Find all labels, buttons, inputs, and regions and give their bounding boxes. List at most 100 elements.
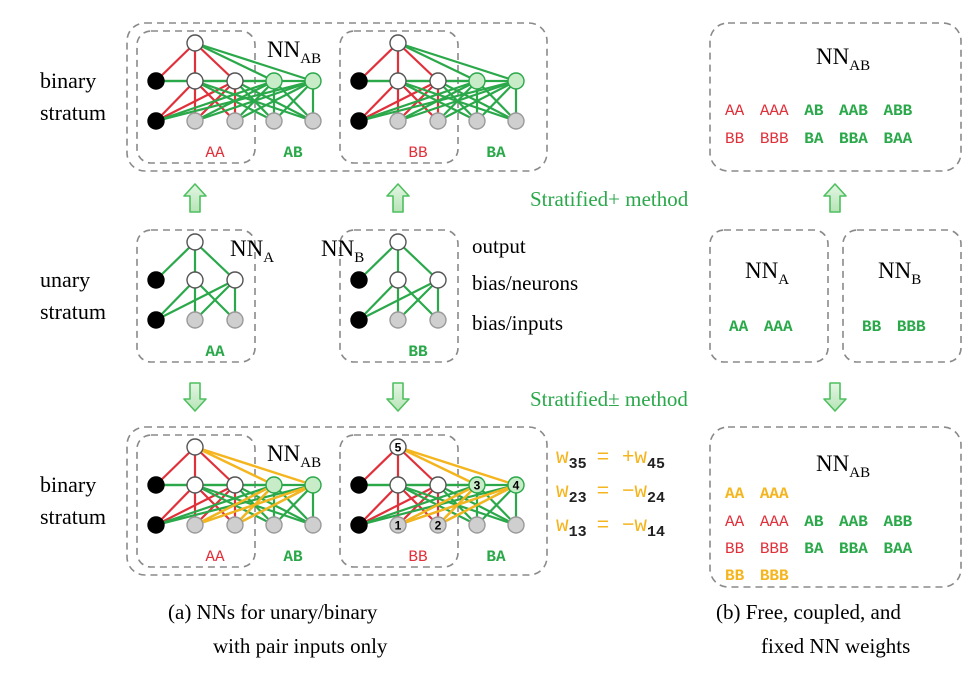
top-net2-left-label: BB [408, 144, 427, 162]
caption-a-line2: with pair inputs only [213, 634, 388, 658]
neuron-node [468, 476, 486, 494]
neuron-node [186, 476, 204, 494]
edge [358, 446, 399, 486]
edge [194, 42, 275, 82]
neuron-node [429, 476, 447, 494]
bias-node [350, 112, 368, 130]
network [147, 34, 322, 130]
neuron-node [265, 72, 283, 90]
edge [476, 80, 517, 122]
bias-node [147, 271, 165, 289]
bias-node [350, 72, 368, 90]
neuron-node [304, 516, 322, 534]
down-arrow-icon [183, 382, 207, 412]
neuron-node [389, 516, 407, 534]
bias-node [147, 516, 165, 534]
bias-node [350, 516, 368, 534]
edge [358, 80, 399, 122]
edge [194, 446, 236, 486]
neuron-node [468, 112, 486, 130]
bias-node [350, 271, 368, 289]
neuron-node [389, 233, 407, 251]
right-mid-a-title: NNA [745, 258, 789, 288]
neuron-node [265, 112, 283, 130]
right-bottom-row3: BB BBB [725, 567, 789, 585]
neuron-node [186, 72, 204, 90]
edge [358, 279, 399, 321]
unary-net-b-label: BB [408, 343, 428, 361]
edge [437, 483, 517, 527]
node-number: 2 [435, 519, 442, 533]
edge [234, 484, 275, 526]
edge [397, 42, 478, 82]
neuron-node [429, 112, 447, 130]
edge [358, 79, 478, 123]
neuron-node [304, 112, 322, 130]
down-arrow-icon [823, 382, 847, 412]
right-mid-box-a [709, 229, 829, 363]
edge [194, 241, 236, 281]
edge [194, 80, 275, 122]
right-top-row1: AA AAA AB AAB ABB [725, 102, 913, 120]
unary-net-a-title: NNA [230, 236, 274, 266]
up-arrow-icon [823, 183, 847, 213]
edge [194, 42, 236, 82]
edge [155, 42, 196, 82]
top-net1-right-label: AB [283, 144, 303, 162]
edge [397, 279, 439, 321]
unary-stratum-label-1: unary [40, 267, 90, 292]
edge [194, 445, 275, 487]
bottom-net2-left-label: BB [408, 548, 427, 566]
edge [155, 80, 196, 122]
right-bottom-row2: BB BBB BA BBA BAA [725, 540, 913, 558]
edge [358, 42, 399, 82]
binary-stratum-top-outer-box [126, 22, 548, 172]
neuron-node [186, 233, 204, 251]
edge [358, 241, 399, 281]
edge [397, 41, 517, 83]
neuron-node [226, 516, 244, 534]
edge [155, 484, 196, 526]
bottom-net2-right-label: BA [486, 548, 506, 566]
neuron-node [186, 311, 204, 329]
binary-top-net2-box [339, 30, 459, 164]
legend-bias-inputs: bias/inputs [472, 311, 563, 335]
node-number: 4 [513, 479, 520, 493]
bottom-net1-left-label: AA [205, 548, 225, 566]
equation-w35: w35= +w45 [556, 447, 665, 473]
edge [194, 445, 314, 487]
edge [397, 241, 439, 281]
right-top-row2: BB BBB BA BBA BAA [725, 130, 913, 148]
legend-output: output [472, 234, 526, 258]
right-bottom-row0: AA AAA [725, 485, 789, 503]
edge [273, 484, 314, 526]
neuron-node [389, 438, 407, 456]
neuron-node [507, 516, 525, 534]
unary-net-b-box [339, 229, 459, 363]
neuron-node [186, 112, 204, 130]
edge [155, 79, 275, 123]
network [147, 233, 244, 329]
unary-net-a-label: AA [205, 343, 225, 361]
neuron-node [429, 516, 447, 534]
neuron-node [389, 476, 407, 494]
right-mid-b-items: BB BBB [862, 318, 926, 336]
node-number: 1 [395, 519, 402, 533]
neuron-node [507, 72, 525, 90]
binary-stratum-bottom-outer-box [126, 426, 548, 576]
binary-bottom-net2-box [339, 434, 459, 568]
neuron-node [226, 271, 244, 289]
edge [397, 446, 439, 486]
unary-net-b-title: NNB [321, 236, 364, 266]
edge [155, 483, 275, 527]
unary-net-a-box [136, 229, 256, 363]
binary-stratum-label-bottom-1: binary [40, 472, 96, 497]
edge [155, 446, 196, 486]
right-bottom-row1: AA AAA AB AAB ABB [725, 513, 913, 531]
edge [194, 483, 275, 527]
top-net1-left-label: AA [205, 144, 225, 162]
network [350, 233, 447, 329]
neuron-node [186, 438, 204, 456]
